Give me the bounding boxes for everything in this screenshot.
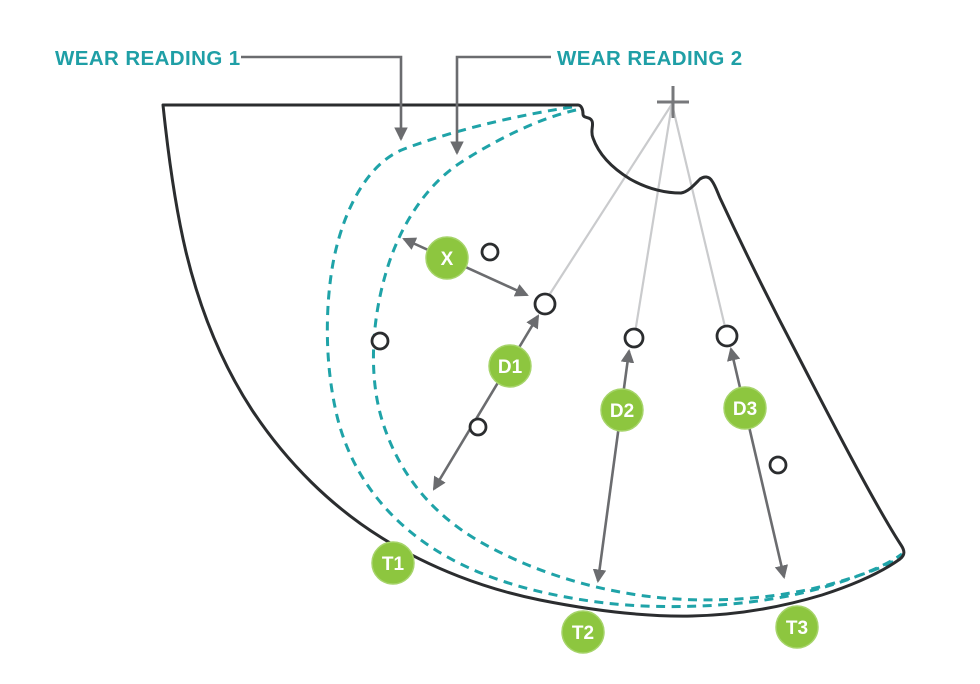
callout-t1: T1 (371, 541, 415, 585)
callout-t2-circle (561, 610, 605, 654)
callout-x-circle (425, 236, 469, 280)
bolt-holes-group (370, 242, 788, 475)
leader-lines-group (241, 55, 551, 156)
callout-t1-circle (371, 541, 415, 585)
bolt-hole (715, 324, 739, 348)
measure-arrow-d2 (592, 348, 635, 584)
callout-d2: D2 (600, 388, 644, 432)
callout-d3-circle (723, 386, 767, 430)
callout-t3-label: T3 (786, 618, 808, 639)
wear-reading-1-label: WEAR READING 1 (55, 47, 241, 70)
callout-x-label: X (441, 249, 454, 270)
callout-t3-circle (775, 605, 819, 649)
callout-d1: D1 (488, 344, 532, 388)
wear-line-2 (371, 108, 904, 602)
leader-wear-reading-2 (450, 55, 551, 156)
wear-reading-2-label: WEAR READING 2 (557, 47, 743, 70)
bolt-hole (370, 331, 390, 351)
callout-d2-label: D2 (610, 401, 634, 422)
callout-t3: T3 (775, 605, 819, 649)
wear-line-1 (325, 105, 903, 609)
callout-d3: D3 (723, 386, 767, 430)
callout-x: X (425, 236, 469, 280)
bolt-hole (468, 417, 488, 437)
radial-line-2 (633, 103, 674, 334)
bolt-hole (533, 292, 557, 316)
callout-d1-circle (488, 344, 532, 388)
radial-line-3 (670, 103, 728, 332)
pivot-cross-icon (657, 86, 689, 118)
callout-t2-label: T2 (572, 623, 594, 644)
callout-d3-label: D3 (733, 399, 757, 420)
callout-d2-circle (600, 388, 644, 432)
radial-lines-group (545, 103, 728, 334)
callout-t1-label: T1 (382, 554, 405, 575)
bolt-hole (768, 455, 788, 475)
measure-arrow-d1 (432, 314, 540, 491)
blade-outline (161, 103, 906, 618)
callout-t2: T2 (561, 610, 605, 654)
leader-wear-reading-1 (241, 55, 408, 142)
bolt-hole (623, 327, 645, 349)
radial-line-1 (545, 103, 673, 301)
bolt-hole (480, 242, 500, 262)
callout-d1-label: D1 (498, 357, 523, 378)
